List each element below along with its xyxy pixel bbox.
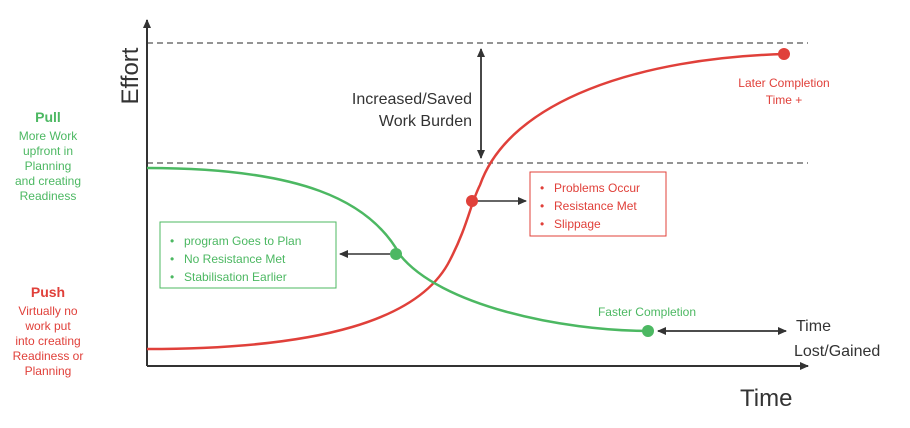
pull-text-line: Readiness (19, 189, 77, 203)
push-text-line: Virtually no (18, 304, 78, 318)
pull-bullet-marker: • (170, 252, 174, 266)
later-completion-marker (778, 48, 790, 60)
faster-completion-label: Faster Completion (598, 305, 696, 319)
pull-text-line: Planning (24, 159, 72, 173)
push-text-line: work put (25, 319, 71, 333)
push-heading: Push (30, 284, 66, 300)
pull-bullet-text: No Resistance Met (184, 252, 286, 266)
faster-completion-marker (642, 325, 654, 337)
pull-bullet-marker: • (170, 270, 174, 284)
later-completion-line2: Time + (766, 93, 803, 107)
push-bullet-text: Resistance Met (554, 199, 637, 213)
y-axis-label: Effort (117, 47, 144, 104)
pull-midpoint-marker (390, 248, 402, 260)
pull-description: Pull More Work upfront in Planning and c… (10, 110, 86, 204)
push-outcomes-box (529, 171, 667, 237)
push-description: Push Virtually no work put into creating… (8, 285, 88, 379)
push-bullet-text: Slippage (554, 217, 601, 231)
push-effort-curve (146, 52, 786, 351)
push-text-line: Readiness or (12, 349, 84, 363)
push-bullet-marker: • (540, 199, 544, 213)
burden-label-line2: Work Burden (379, 113, 472, 130)
pull-bullet-text: program Goes to Plan (184, 234, 301, 248)
x-axis-label: Time (740, 385, 792, 412)
push-bullet-text: Problems Occur (554, 181, 640, 195)
pull-heading: Pull (35, 109, 61, 125)
later-completion-line1: Later Completion (738, 76, 829, 90)
time-lost-gained-line2: Lost/Gained (794, 343, 880, 360)
time-lost-gained-line1: Time (796, 318, 831, 335)
push-midpoint-marker (466, 195, 478, 207)
push-text-line: Planning (24, 364, 72, 378)
push-text-line: into creating (15, 334, 81, 348)
burden-label-line1: Increased/Saved (352, 91, 472, 108)
pull-text-line: and creating (14, 174, 82, 188)
push-bullet-marker: • (540, 217, 544, 231)
pull-text-line: upfront in (22, 144, 74, 158)
pull-text-line: More Work (18, 129, 78, 143)
pull-outcomes-box (159, 221, 337, 289)
push-bullet-marker: • (540, 181, 544, 195)
pull-bullet-text: Stabilisation Earlier (184, 270, 287, 284)
pull-bullet-marker: • (170, 234, 174, 248)
